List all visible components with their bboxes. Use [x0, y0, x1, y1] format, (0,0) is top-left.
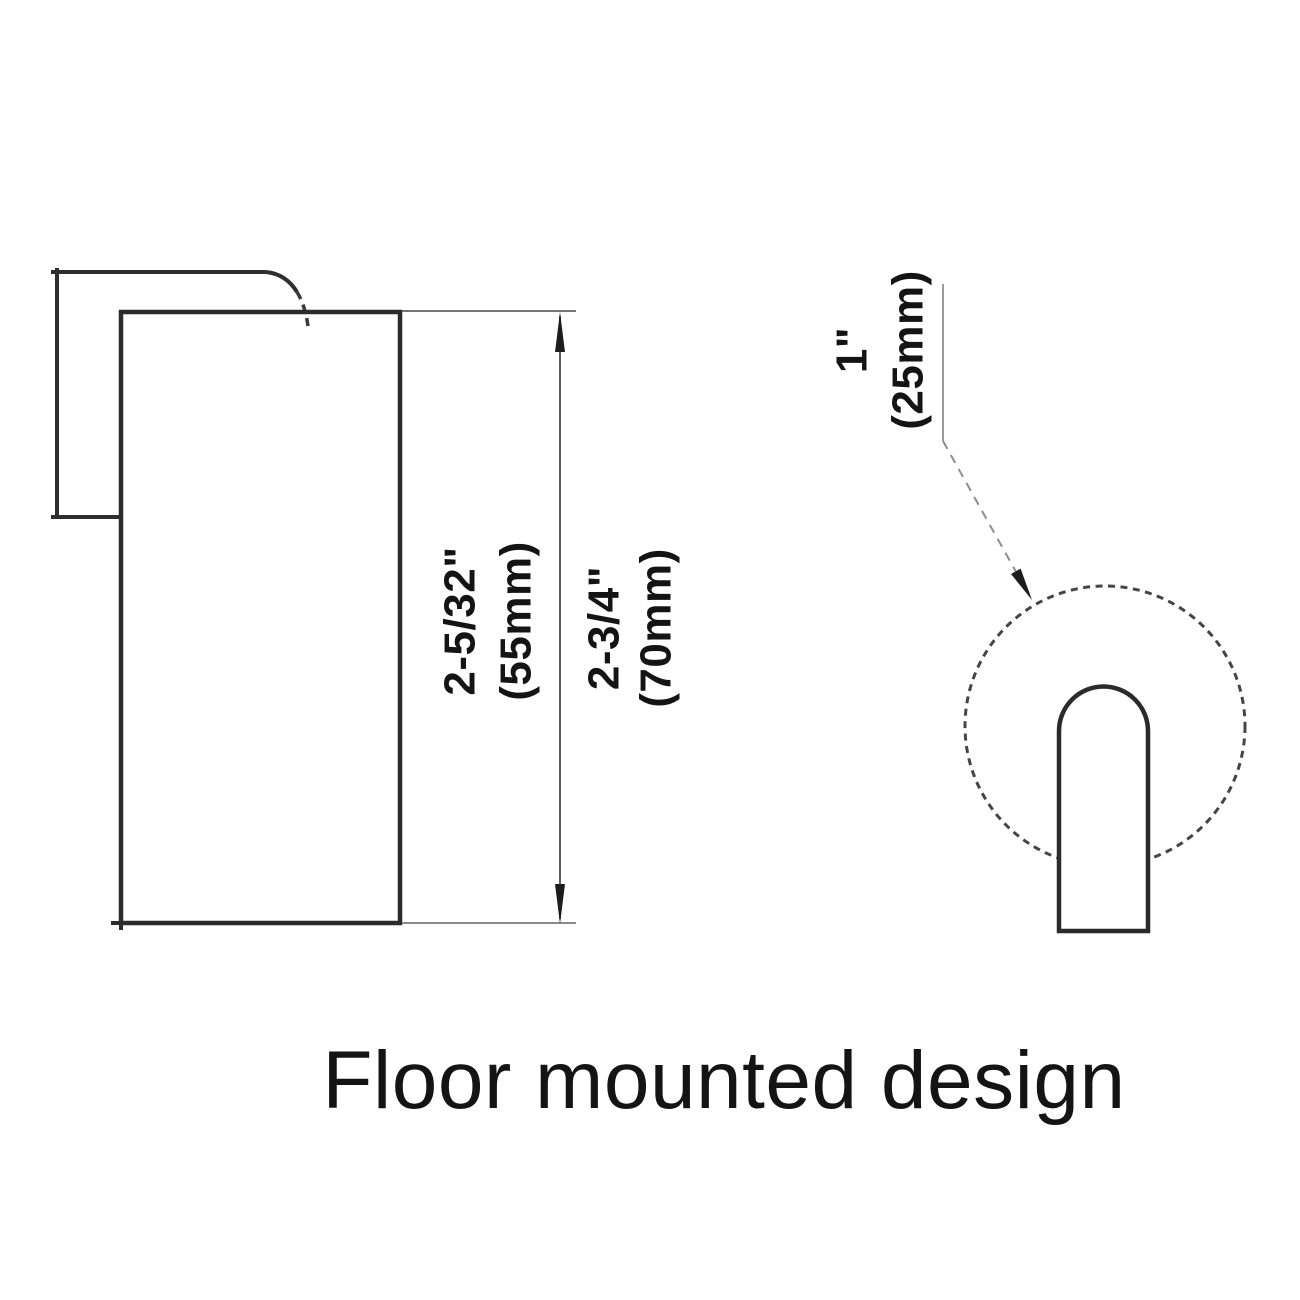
dim-55-inches: 2-5/32": [436, 546, 485, 695]
hook-corner-curve-dashed: [295, 291, 310, 327]
dim-25-mm: (25mm): [884, 270, 933, 430]
top-view: 1" (25mm): [828, 270, 1247, 934]
hook-corner-curve: [265, 270, 299, 294]
dim-label-70mm: 2-3/4" (70mm): [580, 548, 681, 708]
post-outline: [1056, 684, 1151, 934]
leader-line-diagonal: [942, 440, 1021, 580]
dim-70-mm: (70mm): [632, 548, 681, 708]
hook-flange-outline: [51, 268, 266, 517]
dim-70-inches: 2-3/4": [580, 566, 629, 690]
dim-label-25mm: 1" (25mm): [828, 270, 933, 430]
dim-55-mm: (55mm): [492, 541, 541, 701]
body-outline: [118, 309, 403, 926]
base-circle-dashed: [963, 584, 1247, 868]
caption-title: Floor mounted design: [322, 1035, 1125, 1126]
dim-label-55mm: 2-5/32" (55mm): [436, 541, 541, 701]
leader-arrow-icon: [1011, 568, 1032, 600]
body-corner-overshoot: [111, 921, 123, 930]
dim-25-inches: 1": [828, 327, 877, 373]
dimension-arrow-up-icon: [555, 312, 565, 352]
dimension-arrow-down-icon: [555, 884, 565, 924]
side-view: 2-5/32" (55mm) 2-3/4" (70mm): [51, 268, 681, 930]
